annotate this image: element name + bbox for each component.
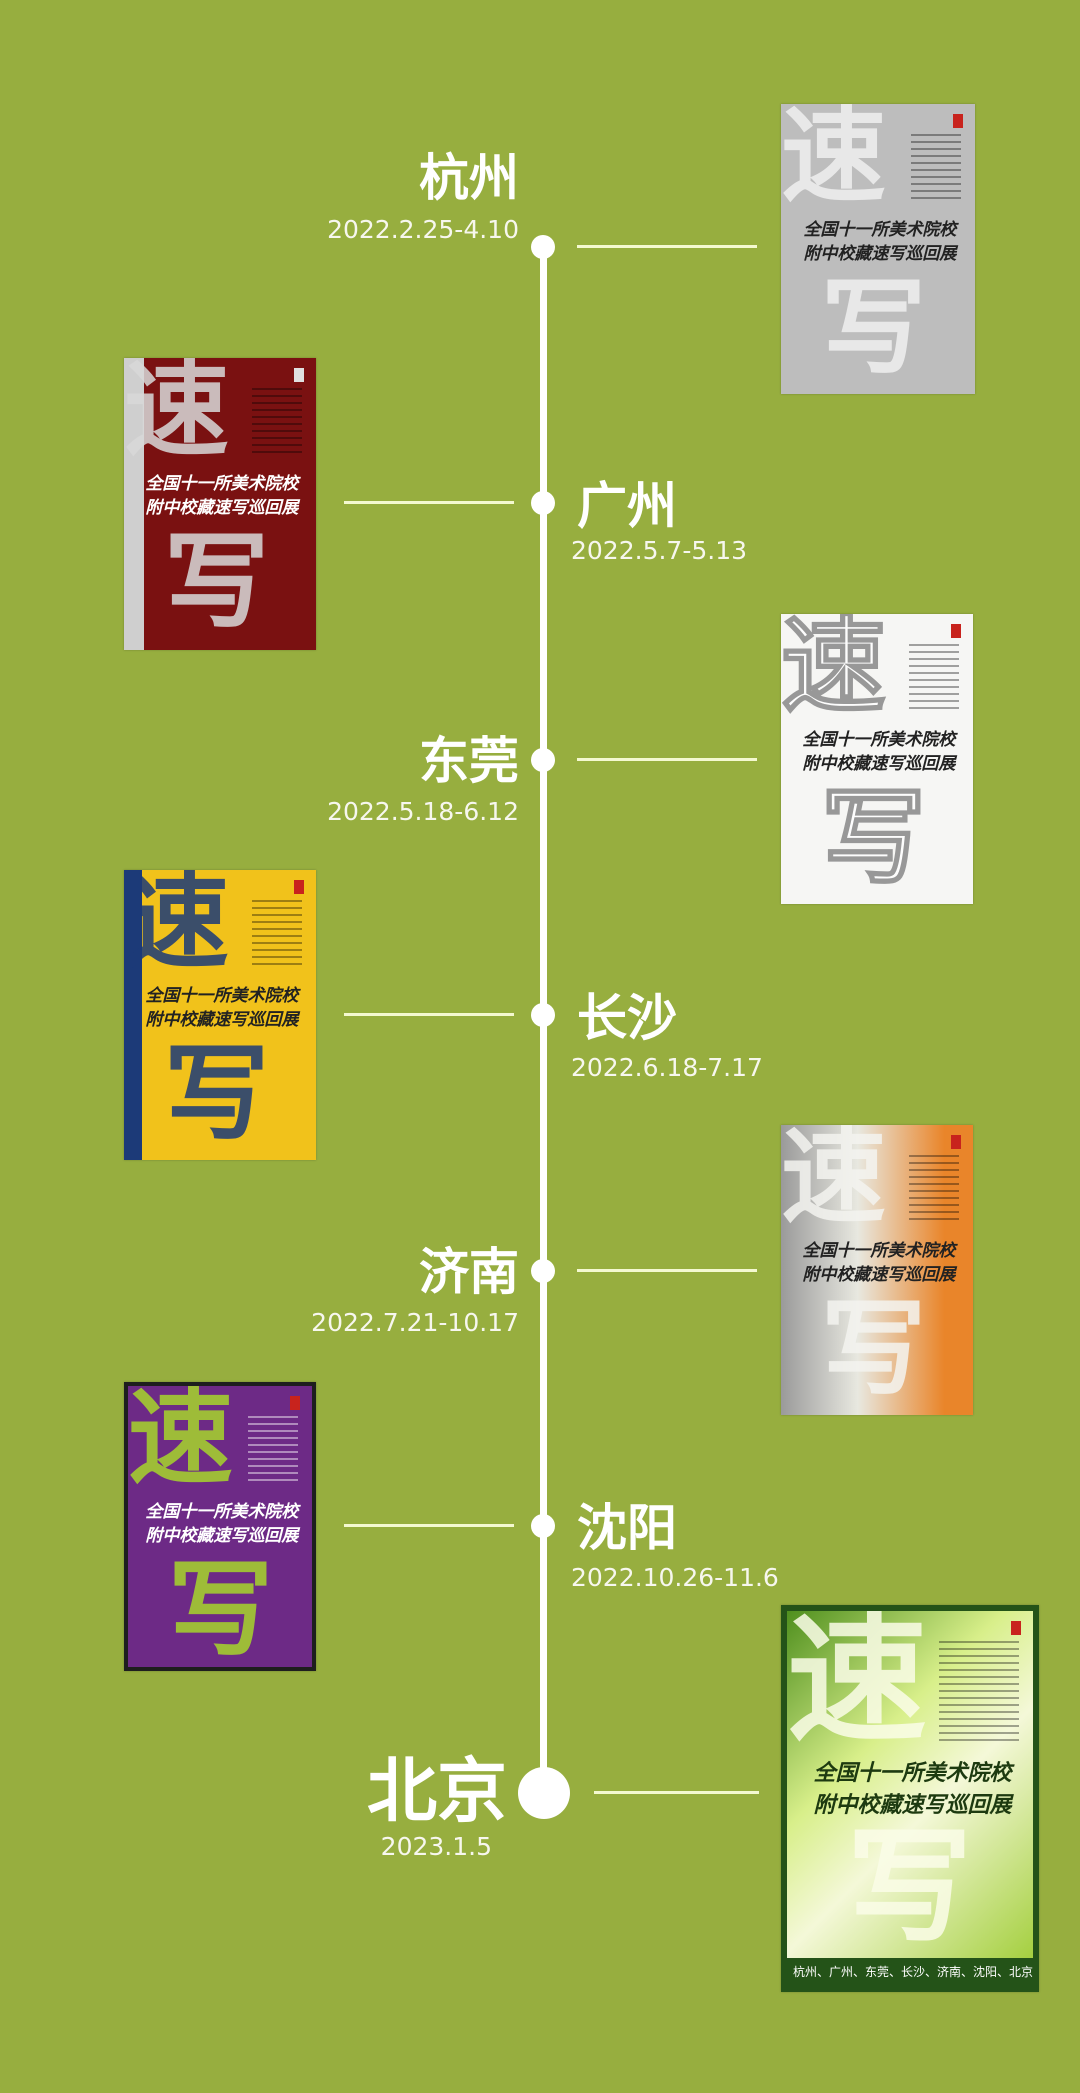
city-label: 东莞 <box>419 732 519 790</box>
poster-changsha[interactable]: 速 写 全国十一所美术院校附中校藏速写巡回展 <box>124 870 316 1160</box>
poster-big-char: 写 <box>821 267 927 389</box>
poster-title-1: 全国十一所美术院校 <box>813 1760 1012 1786</box>
poster-big-char: 速 <box>781 614 887 727</box>
poster-title-1: 全国十一所美术院校 <box>803 220 957 240</box>
poster-small-text <box>909 1155 959 1225</box>
connector-line <box>344 1524 514 1527</box>
connector-line <box>344 1013 514 1016</box>
poster-title-1: 全国十一所美术院校 <box>145 986 299 1006</box>
connector-line <box>594 1791 759 1794</box>
poster-big-char: 写 <box>821 1288 927 1410</box>
poster-title-2: 附中校藏速写巡回展 <box>145 1526 299 1546</box>
date-label: 2022.5.18-6.12 <box>327 797 519 826</box>
city-label-final: 北京 <box>367 1750 507 1832</box>
poster-hangzhou[interactable]: 速 写 全国十一所美术院校附中校藏速写巡回展 <box>781 104 975 394</box>
poster-big-char: 速 <box>128 1382 234 1499</box>
poster-big-char: 写 <box>164 521 270 643</box>
timeline-node <box>531 1259 555 1283</box>
date-label: 2022.2.25-4.10 <box>327 215 519 244</box>
poster-shenyang[interactable]: 速 写 全国十一所美术院校附中校藏速写巡回展 <box>124 1382 316 1671</box>
poster-title-2: 附中校藏速写巡回展 <box>145 1010 299 1030</box>
city-label: 沈阳 <box>577 1499 677 1557</box>
seal-icon <box>951 624 961 638</box>
poster-title-2: 附中校藏速写巡回展 <box>803 244 957 264</box>
seal-icon <box>294 368 304 382</box>
poster-big-char: 写 <box>847 1815 972 1960</box>
poster-city-list: 杭州、广州、东莞、长沙、济南、沈阳、北京 <box>787 1958 1033 1986</box>
date-label: 2023.1.5 <box>380 1832 492 1861</box>
seal-icon <box>294 880 304 894</box>
poster-title-1: 全国十一所美术院校 <box>145 474 299 494</box>
connector-line <box>577 245 757 248</box>
poster-title-2: 附中校藏速写巡回展 <box>802 754 956 774</box>
poster-dongguan[interactable]: 速 写 全国十一所美术院校附中校藏速写巡回展 <box>781 614 973 904</box>
poster-big-char: 速 <box>781 104 887 217</box>
poster-strip <box>124 870 142 1160</box>
city-label: 济南 <box>419 1243 519 1301</box>
poster-title-1: 全国十一所美术院校 <box>802 1241 956 1261</box>
date-label: 2022.7.21-10.17 <box>311 1308 519 1337</box>
timeline-node <box>531 748 555 772</box>
timeline-node <box>531 1003 555 1027</box>
poster-big-char: 速 <box>124 358 230 471</box>
poster-strip <box>124 358 144 650</box>
city-label: 长沙 <box>577 989 677 1047</box>
poster-big-char: 写 <box>820 777 927 899</box>
seal-icon <box>953 114 963 128</box>
poster-title-2: 附中校藏速写巡回展 <box>145 498 299 518</box>
poster-small-text <box>248 1416 298 1486</box>
poster-beijing[interactable]: 速 写 全国十一所美术院校附中校藏速写巡回展 杭州、广州、东莞、长沙、济南、沈阳… <box>781 1605 1039 1992</box>
poster-small-text <box>252 388 302 458</box>
date-label: 2022.10.26-11.6 <box>571 1563 779 1592</box>
poster-small-text <box>939 1641 1019 1741</box>
seal-icon <box>1011 1621 1021 1635</box>
poster-small-text <box>909 644 959 714</box>
city-label: 杭州 <box>419 149 519 207</box>
poster-title-2: 附中校藏速写巡回展 <box>813 1792 1012 1818</box>
poster-guangzhou[interactable]: 速 写 全国十一所美术院校附中校藏速写巡回展 <box>124 358 316 650</box>
connector-line <box>344 501 514 504</box>
poster-big-char: 速 <box>124 870 230 983</box>
poster-big-char: 写 <box>164 1033 270 1155</box>
timeline-node <box>531 491 555 515</box>
poster-title-2: 附中校藏速写巡回展 <box>802 1265 956 1285</box>
poster-title-1: 全国十一所美术院校 <box>145 1502 299 1522</box>
connector-line <box>577 758 757 761</box>
connector-line <box>577 1269 757 1272</box>
seal-icon <box>951 1135 961 1149</box>
city-label: 广州 <box>577 477 677 535</box>
poster-big-char: 写 <box>168 1549 274 1671</box>
poster-small-text <box>252 900 302 970</box>
poster-title-1: 全国十一所美术院校 <box>802 730 956 750</box>
poster-big-char: 速 <box>781 1125 887 1238</box>
poster-jinan[interactable]: 速 写 全国十一所美术院校附中校藏速写巡回展 <box>781 1125 973 1415</box>
timeline-node <box>531 235 555 259</box>
poster-small-text <box>911 134 961 204</box>
seal-icon <box>290 1396 300 1410</box>
date-label: 2022.5.7-5.13 <box>571 536 748 565</box>
timeline-node <box>531 1514 555 1538</box>
timeline-node-final <box>518 1767 570 1819</box>
poster-big-char: 速 <box>787 1605 928 1762</box>
date-label: 2022.6.18-7.17 <box>571 1053 763 1082</box>
